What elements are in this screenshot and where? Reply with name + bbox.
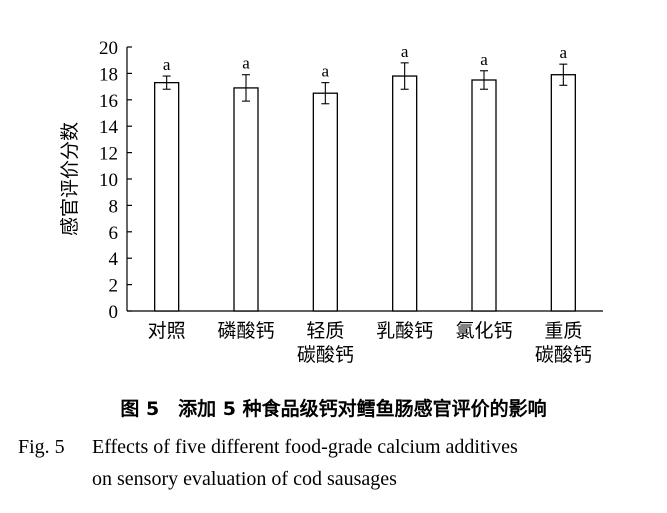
bar [392, 75, 418, 312]
x-tick-label: 碳酸钙 [297, 344, 354, 366]
bar-chart: 02468101214161820感官评价分数a对照a磷酸钙a轻质碳酸钙a乳酸钙… [59, 38, 603, 366]
bar [550, 74, 576, 312]
significance-letter: a [322, 62, 330, 81]
significance-letter: a [163, 55, 171, 74]
figure-label: Fig. 5 [18, 436, 65, 458]
figure-caption-english: Fig. 5 Effects of five different food-gra… [18, 431, 663, 495]
x-tick-label: 轻质 [306, 320, 344, 342]
y-tick-label: 16 [99, 91, 118, 112]
y-axis-title: 感官评价分数 [59, 122, 81, 236]
significance-letter: a [480, 50, 488, 69]
bar [154, 81, 180, 312]
y-tick-label: 0 [109, 302, 119, 323]
caption-line-2: on sensory evaluation of cod sausages [92, 468, 397, 490]
y-tick-label: 10 [99, 170, 118, 191]
y-tick-label: 20 [99, 38, 118, 59]
significance-letter: a [401, 42, 409, 61]
x-tick-label: 碳酸钙 [535, 344, 592, 366]
y-tick-label: 2 [109, 276, 119, 297]
bar [312, 92, 338, 312]
y-tick-label: 8 [109, 196, 119, 217]
bar [471, 79, 497, 312]
significance-letter: a [560, 43, 568, 62]
y-tick-label: 6 [109, 223, 119, 244]
y-tick-label: 4 [109, 249, 119, 270]
x-tick-label: 氯化钙 [455, 320, 512, 342]
figure-caption-chinese: 图 5 添加 5 种食品级钙对鳕鱼肠感官评价的影响 [120, 398, 547, 420]
caption-line-1: Effects of five different food-grade cal… [92, 436, 518, 458]
x-tick-label: 磷酸钙 [217, 320, 274, 342]
x-tick-label: 对照 [148, 320, 186, 342]
x-tick-label: 乳酸钙 [376, 320, 433, 342]
x-tick-label: 重质 [544, 320, 582, 342]
significance-letter: a [242, 54, 250, 73]
y-tick-label: 18 [99, 64, 118, 85]
bar [233, 87, 259, 312]
y-tick-label: 14 [99, 117, 119, 138]
y-tick-label: 12 [99, 144, 118, 165]
